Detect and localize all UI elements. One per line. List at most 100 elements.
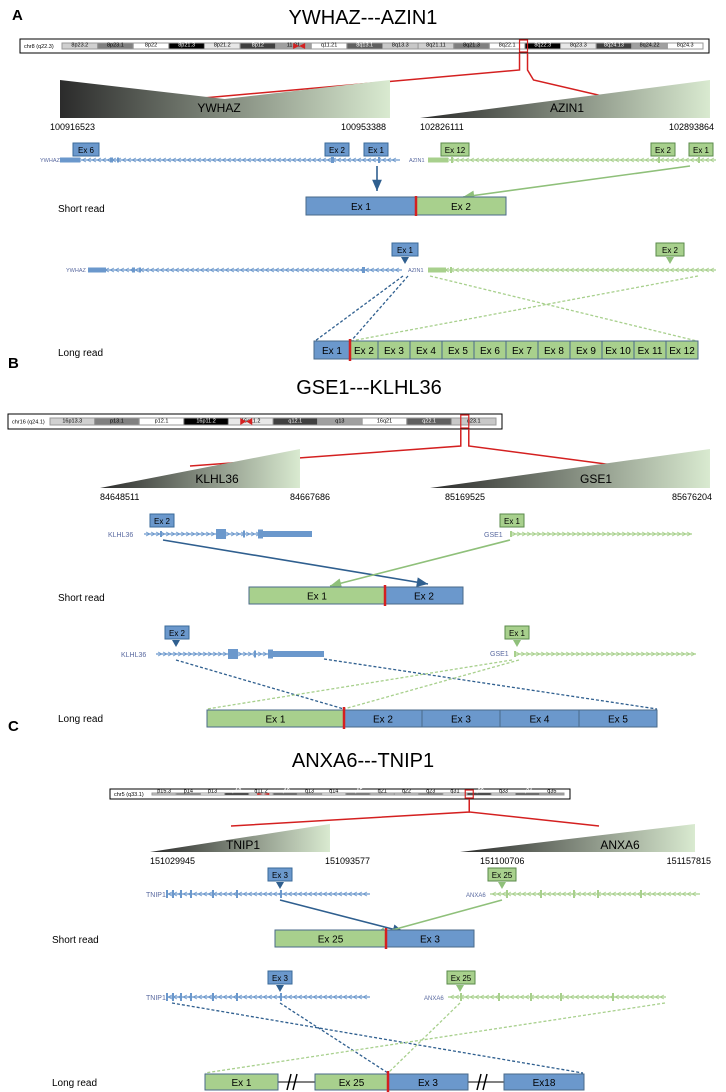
panel-c-long-track2-chevron xyxy=(539,994,545,1000)
panel-a-track1-chevron xyxy=(276,157,282,163)
panel-a-long-track1-chevron xyxy=(214,267,220,273)
panel-b-track1-chevron xyxy=(185,531,191,537)
panel-a-long-track2-chevron xyxy=(534,267,540,273)
panel-a-long-track1-exon xyxy=(362,267,365,273)
panel-a-long-track2-chevron xyxy=(579,267,585,273)
panel-a-track1-chevron xyxy=(96,157,102,163)
panel-b-long-track2-chevron xyxy=(540,651,546,657)
panel-a-track2-chevron xyxy=(669,157,675,163)
panel-b-long-track2-chevron xyxy=(525,651,531,657)
panel-a-track1-chevron xyxy=(301,157,307,163)
panel-c-short-block-label: Ex 3 xyxy=(420,935,440,946)
panel-b-track2-chevron xyxy=(541,531,547,537)
panel-a-long-track2-chevron xyxy=(594,267,600,273)
panel-a-track2-exon xyxy=(658,157,660,163)
panel-a-tag-ex6 xyxy=(72,142,100,157)
panel-a-long-tag-ex2 xyxy=(655,242,685,257)
panel-c-ideogram-band-label: q13 xyxy=(305,789,314,795)
panel-a-tag-ex2b xyxy=(650,142,676,157)
panel-a-gene1-start: 100916523 xyxy=(50,122,95,132)
panel-a-long-track2-chevron xyxy=(494,267,500,273)
panel-a-track1-exon xyxy=(60,157,80,163)
panel-c-long-track1-chevron xyxy=(182,994,188,1000)
panel-a-ideogram-band-label: 8q23.3 xyxy=(570,43,587,49)
panel-a-ideogram-label: chr8 (q22.3) xyxy=(24,44,54,50)
panel-b-track2-chevron xyxy=(546,531,552,537)
panel-a-long-track1-chevron xyxy=(124,267,130,273)
panel-a-long-block-label: Ex 10 xyxy=(605,346,631,357)
panel-a-long-track1-chevron xyxy=(374,267,380,273)
panel-b-long-track2-chevron xyxy=(670,651,676,657)
panel-c-track1-chevron xyxy=(302,891,308,897)
panel-b-long-track1-chevron xyxy=(182,651,188,657)
panel-b-gene1-name: KLHL36 xyxy=(195,472,239,486)
panel-a-long-track1-chevron xyxy=(279,267,285,273)
panel-c-long-track2-chevron xyxy=(519,994,525,1000)
panel-a-zoom-left xyxy=(202,53,521,99)
panel-a-ideogram-band-label: 8q13.1 xyxy=(356,43,373,49)
panel-a-long-track2-chevron xyxy=(459,267,465,273)
panel-b-tag-ex1 xyxy=(499,513,525,528)
panel-a-long-track2-chevron xyxy=(674,267,680,273)
panel-b-track2-chevron xyxy=(681,531,687,537)
panel-b-long-track1-chevron xyxy=(247,651,253,657)
panel-a-long-block-label: Ex 6 xyxy=(480,346,500,357)
panel-b-long-track1-chevron xyxy=(187,651,193,657)
panel-a-long-track2-chevron xyxy=(544,267,550,273)
panel-c-marker-ex25 xyxy=(498,882,506,889)
panel-b-track2-chevron xyxy=(551,531,557,537)
panel-a-long-track1-chevron xyxy=(239,267,245,273)
panel-c-track2-chevron xyxy=(581,891,587,897)
panel-c-track1-exon xyxy=(180,890,182,898)
panel-b-ideogram-centromere xyxy=(246,418,253,425)
panel-b-long-track1-chevron xyxy=(257,651,263,657)
panel-b-track1-chevron xyxy=(250,531,256,537)
panel-c-track2-chevron xyxy=(556,891,562,897)
panel-c-track1-chevron xyxy=(312,891,318,897)
panel-c-long-track1-chevron xyxy=(207,994,213,1000)
panel-c-long-track1-exon xyxy=(166,993,168,1001)
panel-b-long-track1-chevron xyxy=(242,651,248,657)
panel-c-track1-exon xyxy=(172,890,174,898)
panel-a-track2-chevron xyxy=(674,157,680,163)
panel-b-long-track1-exon xyxy=(254,650,256,658)
panel-b-long-track2-chevron xyxy=(665,651,671,657)
panel-c-track2-exon xyxy=(597,890,599,898)
panel-c-track2-chevron xyxy=(616,891,622,897)
panel-b-long-dash-2 xyxy=(323,658,658,710)
panel-b-track2-chevron xyxy=(616,531,622,537)
panel-c-tag-ex25 xyxy=(487,867,517,882)
panel-a-track2-chevron xyxy=(589,157,595,163)
panel-c-track2-chevron xyxy=(561,891,567,897)
panel-c-long-track1-chevron xyxy=(227,994,233,1000)
panel-c-long-track2-chevron xyxy=(594,994,600,1000)
panel-a-track1-chevron xyxy=(166,157,172,163)
panel-b-track2-chevron xyxy=(676,531,682,537)
panel-a-track2-chevron xyxy=(629,157,635,163)
panel-a-long-track2-chevron xyxy=(694,267,700,273)
panel-a-long-track2-chevron xyxy=(454,267,460,273)
panel-b-long-track2-chevron xyxy=(635,651,641,657)
panel-c-gene2-name: ANXA6 xyxy=(600,838,640,852)
panel-b-long-track2-chevron xyxy=(645,651,651,657)
panel-b-ideogram-band-label: q23.1 xyxy=(467,419,481,425)
panel-a-long-track2-chevron xyxy=(624,267,630,273)
panel-a-short-block-label: Ex 1 xyxy=(351,202,371,213)
panel-c-long-block-label: Ex 1 xyxy=(231,1078,251,1089)
panel-a-long-track2-chevron xyxy=(469,267,475,273)
panel-a-long-track1-chevron xyxy=(379,267,385,273)
panel-b-track1-chevron xyxy=(175,531,181,537)
panel-a-long-track1-chevron xyxy=(344,267,350,273)
panel-c-track2-chevron xyxy=(626,891,632,897)
panel-c-long-track2-chevron xyxy=(464,994,470,1000)
panel-b-triangle-1 xyxy=(100,449,300,488)
panel-a-ideogram-band-label: q11.21 xyxy=(321,43,337,49)
panel-a-ideogram-band-label: 8q13.3 xyxy=(392,43,409,49)
panel-b-track1-exon xyxy=(160,531,162,537)
panel-b-long-track2-chevron xyxy=(655,651,661,657)
panel-c-long-track2-chevron xyxy=(619,994,625,1000)
panel-a-long-track2-chevron xyxy=(664,267,670,273)
panel-b-long-block-label: Ex 3 xyxy=(451,715,471,726)
panel-c-long-track1-chevron xyxy=(267,994,273,1000)
panel-b-long-track1-chevron xyxy=(172,651,178,657)
